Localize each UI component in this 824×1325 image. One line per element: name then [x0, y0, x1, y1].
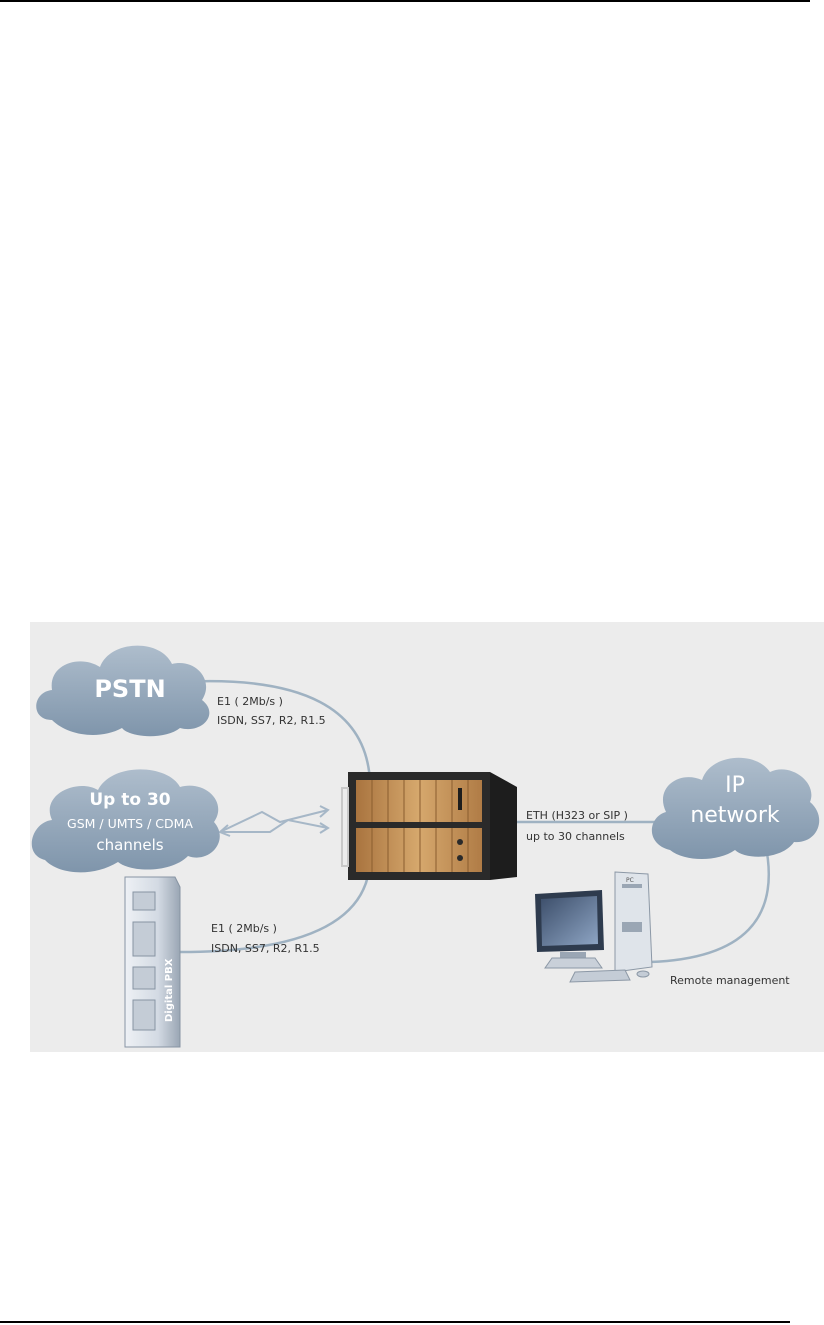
pbx-connection-line — [179, 861, 372, 954]
gateway-rack — [341, 772, 517, 880]
ip-network-cloud: IP network — [651, 757, 820, 859]
ip-label-line2: network — [690, 803, 780, 828]
pc-label: PC — [626, 877, 634, 884]
remote-management-label: Remote management — [670, 974, 790, 987]
bottom-rule — [0, 1321, 790, 1323]
pstn-link-line1: E1 ( 2Mb/s ) — [217, 695, 283, 708]
pstn-link-line2: ISDN, SS7, R2, R1.5 — [217, 714, 326, 727]
pbx-link-line1: E1 ( 2Mb/s ) — [211, 922, 277, 935]
pstn-cloud: PSTN — [36, 645, 210, 737]
pc-workstation-icon: PC — [535, 871, 653, 983]
pbx-label: Digital PBX — [164, 958, 175, 1022]
pstn-label: PSTN — [94, 675, 165, 703]
network-diagram: PSTN Up to 30 GSM / UMTS / CDMA channels… — [30, 622, 824, 1052]
eth-link-line1: ETH (H323 or SIP ) — [526, 809, 628, 822]
mobile-label-line2: GSM / UMTS / CDMA — [67, 816, 193, 831]
eth-link-line2: up to 30 channels — [526, 830, 625, 843]
digital-pbx-tower: Digital PBX — [124, 876, 181, 1048]
wireless-link-icon — [218, 805, 330, 837]
ip-label-line1: IP — [725, 773, 745, 798]
management-connection-line — [649, 841, 770, 964]
mobile-network-cloud: Up to 30 GSM / UMTS / CDMA channels — [31, 769, 220, 873]
pbx-link-line2: ISDN, SS7, R2, R1.5 — [211, 942, 320, 955]
mobile-label-line1: Up to 30 — [89, 790, 170, 810]
mobile-label-line3: channels — [96, 836, 163, 854]
pstn-connection-line — [179, 679, 372, 783]
diagram-canvas: PSTN Up to 30 GSM / UMTS / CDMA channels… — [30, 622, 824, 1052]
top-rule — [0, 0, 810, 2]
